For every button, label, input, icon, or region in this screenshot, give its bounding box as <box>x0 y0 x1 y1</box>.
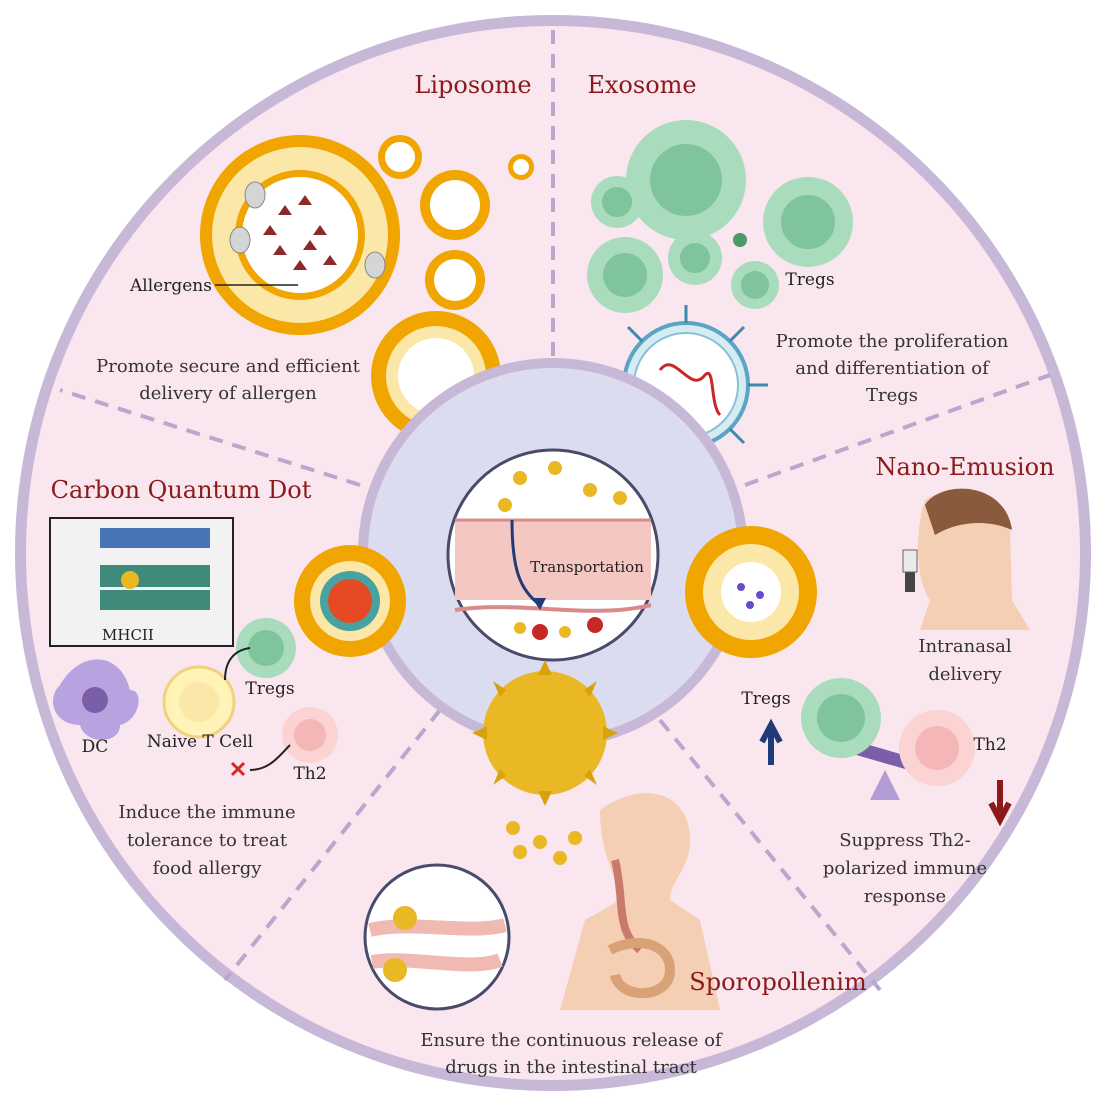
nano-emulsion-droplet-icon <box>685 526 817 658</box>
nano-th2-label: Th2 <box>973 735 1006 755</box>
blocked-icon <box>230 761 246 777</box>
tregs-up-arrow <box>759 718 783 765</box>
pollen-grain-icon <box>472 660 618 806</box>
liposome-icon <box>200 135 400 335</box>
exosome-caption-1: Promote the proliferation <box>776 331 1009 352</box>
exosome-caption-3: Tregs <box>866 385 918 406</box>
mhc-inset-icon <box>49 517 234 647</box>
digestive-tract-icon <box>560 793 720 1010</box>
cqd-th2-cell-icon <box>282 707 338 763</box>
intestinal-epithelium-icon <box>446 448 660 662</box>
sector-dividers <box>59 30 1051 992</box>
cqd-treg-cell-icon <box>236 618 296 678</box>
naive-to-th2-arrow <box>249 744 291 771</box>
exosome-title: Exosome <box>587 71 696 99</box>
quantum-dot-icon <box>294 545 406 657</box>
cqd-caption-1: Induce the immune <box>118 802 295 823</box>
nasal-spray-person-icon <box>902 488 1030 630</box>
intranasal-label-2: delivery <box>928 664 1002 685</box>
naive-to-treg-arrow <box>224 647 251 681</box>
nano-emulsion-title: Nano-Emusion <box>876 453 1055 481</box>
nano-caption-1: Suppress Th2- <box>839 830 971 851</box>
sporopollenin-caption-2: drugs in the intestinal tract <box>445 1057 697 1078</box>
liposome-caption-2: delivery of allergen <box>139 383 317 404</box>
nano-caption-3: response <box>864 886 946 907</box>
cqd-th2-label: Th2 <box>293 764 326 784</box>
exosome-tregs-label: Tregs <box>785 270 834 290</box>
mhcii-label: MHCII <box>102 626 154 644</box>
exosome-caption-2: and differentiation of <box>795 358 990 379</box>
gold-particles <box>506 821 582 865</box>
allergens-label: Allergens <box>129 276 212 296</box>
exosome-treg-cells <box>587 120 853 313</box>
cqd-caption-2: tolerance to treat <box>127 830 288 851</box>
nano-caption-2: polarized immune <box>823 858 987 879</box>
sporopollenin-caption-1: Ensure the continuous release of <box>420 1030 723 1051</box>
sporopollenin-title: Sporopollenim <box>689 968 867 996</box>
naive-t-cell-icon <box>162 665 236 739</box>
cqd-caption-3: food allergy <box>153 858 263 879</box>
liposome-title: Liposome <box>414 71 531 99</box>
naive-t-cell-label: Naive T Cell <box>147 732 253 752</box>
intranasal-label-1: Intranasal <box>918 636 1012 657</box>
intestine-zoom-icon <box>363 863 511 1011</box>
nano-th2-cell-icon <box>899 710 975 786</box>
nano-tregs-label: Tregs <box>741 689 790 709</box>
dendritic-cell-icon <box>52 659 139 740</box>
liposome-caption-1: Promote secure and efficient <box>96 356 360 377</box>
nano-treg-cell-icon <box>801 678 881 758</box>
th2-down-arrow <box>988 780 1012 827</box>
cqd-tregs-label: Tregs <box>245 679 294 699</box>
dc-label: DC <box>82 737 109 757</box>
transportation-label: Transportation <box>530 558 644 576</box>
cqd-title: Carbon Quantum Dot <box>51 476 312 504</box>
